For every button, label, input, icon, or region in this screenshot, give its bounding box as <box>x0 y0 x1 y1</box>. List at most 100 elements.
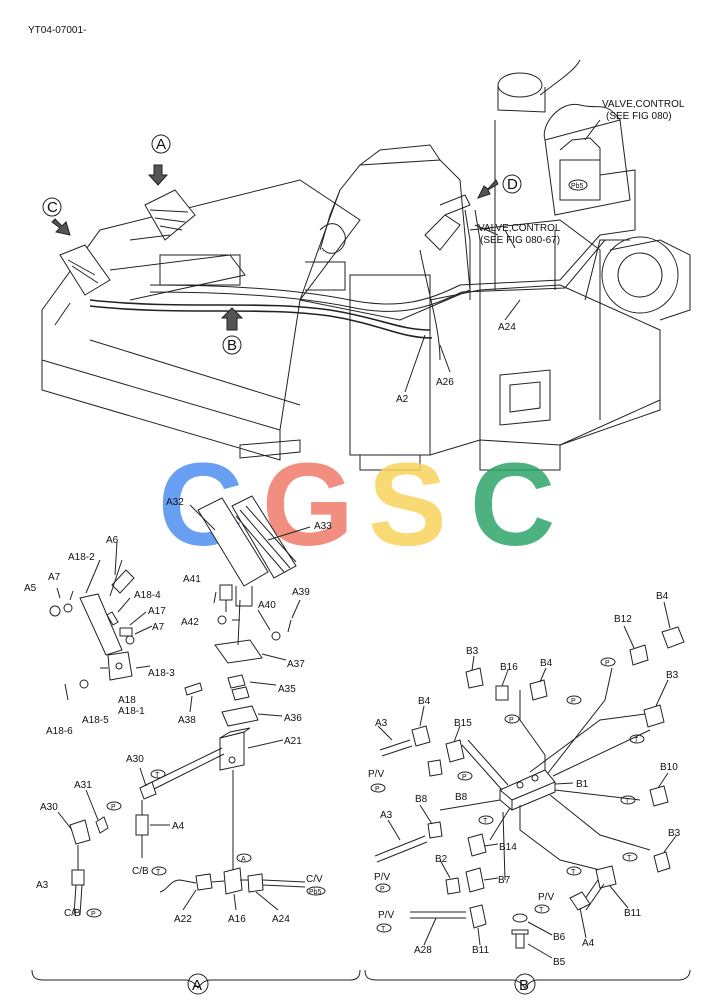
part-a21: A21 <box>284 736 302 747</box>
text-cb-lower: C/B <box>64 908 81 919</box>
part-b2: B2 <box>435 854 448 865</box>
part-a30-upper: A30 <box>126 754 144 765</box>
part-a31: A31 <box>74 780 92 791</box>
part-b7: B7 <box>498 875 511 886</box>
part-b8-lower: B8 <box>415 794 428 805</box>
part-a18-5: A18-5 <box>82 715 109 726</box>
group-b-ports <box>370 657 645 933</box>
text-pv-a4: P/V <box>538 892 554 903</box>
pedal-detail <box>189 495 311 607</box>
port-t-b10: T <box>625 798 630 805</box>
port-t-a28: T <box>381 926 386 933</box>
part-b11-lower: B11 <box>472 945 489 956</box>
part-a35: A35 <box>278 684 296 695</box>
view-label-d: D <box>507 176 518 193</box>
view-label-c: C <box>47 199 58 216</box>
valve-top-line1: VALVE,CONTROL <box>602 99 685 110</box>
part-a16: A16 <box>228 914 246 925</box>
watermark: C G S C <box>158 439 555 571</box>
part-a39: A39 <box>292 587 310 598</box>
part-a7-lower: A7 <box>152 622 165 633</box>
port-t-a30: T <box>155 772 160 779</box>
part-a36: A36 <box>284 713 302 724</box>
callout-a32: A32 <box>166 497 184 508</box>
port-pb5-cv: Pb5 <box>309 889 322 896</box>
port-p-pv-upper: P <box>375 786 380 793</box>
valve-top-line2: (SEE FIG 080) <box>606 111 672 122</box>
part-b16: B16 <box>500 662 518 673</box>
port-t-b14: T <box>483 818 488 825</box>
text-pv-upper: P/V <box>368 769 384 780</box>
part-b11-right: B11 <box>624 908 641 919</box>
part-a7-upper: A7 <box>48 572 61 583</box>
group-label-b: B <box>519 977 529 994</box>
port-p-pv-lower: P <box>380 886 385 893</box>
part-a38: A38 <box>178 715 196 726</box>
part-b3-top: B3 <box>466 646 479 657</box>
part-b1: B1 <box>576 779 589 790</box>
valve-mid-line1: VALVE,CONTROL <box>478 223 561 234</box>
part-a37: A37 <box>287 659 305 670</box>
valve-mid-line2: (SEE FIG 080-67) <box>480 235 560 246</box>
part-a24: A24 <box>272 914 290 925</box>
part-b6: B6 <box>553 932 566 943</box>
port-p-b4: P <box>571 698 576 705</box>
part-b15: B15 <box>454 718 472 729</box>
overview-port-pb5: Pb5 <box>571 183 584 190</box>
group-b-drawing <box>374 601 685 959</box>
part-b10: B10 <box>660 762 678 773</box>
part-a18: A18 <box>118 695 136 706</box>
view-label-a: A <box>156 136 166 153</box>
group-brackets <box>31 969 691 995</box>
part-a18-6: A18-6 <box>46 726 73 737</box>
view-label-b: B <box>227 337 237 354</box>
part-a42: A42 <box>181 617 199 628</box>
port-p-a31: P <box>111 804 116 811</box>
part-b5: B5 <box>553 957 566 968</box>
port-t-cb: T <box>156 869 161 876</box>
port-p-b15: P <box>462 774 467 781</box>
text-pv-mid: P/V <box>374 872 390 883</box>
callout-a2: A2 <box>396 394 409 405</box>
text-cv: C/V <box>306 874 323 885</box>
group-a-drawing <box>49 541 306 916</box>
part-a18-1: A18-1 <box>118 706 145 717</box>
part-b3-right: B3 <box>666 670 679 681</box>
part-a18-4: A18-4 <box>134 590 161 601</box>
part-a4-b: A4 <box>582 938 595 949</box>
port-t-a4: T <box>539 907 544 914</box>
watermark-letter-3: S <box>368 439 447 571</box>
overview-illustration <box>41 59 691 471</box>
part-b4-top: B4 <box>656 591 669 602</box>
part-b4-left: B4 <box>418 696 431 707</box>
part-a3-lower: A3 <box>380 810 393 821</box>
part-a18-3: A18-3 <box>148 668 175 679</box>
callout-a24: A24 <box>498 322 516 333</box>
group-label-a: A <box>192 977 202 994</box>
part-a4: A4 <box>172 821 185 832</box>
port-t-b3-lower: T <box>627 855 632 862</box>
part-a18-2: A18-2 <box>68 552 95 563</box>
callout-a33: A33 <box>314 521 332 532</box>
part-a40: A40 <box>258 600 276 611</box>
text-pv-a28: P/V <box>378 910 394 921</box>
part-a28: A28 <box>414 945 432 956</box>
part-a17: A17 <box>148 606 166 617</box>
part-b8-upper: B8 <box>455 792 468 803</box>
part-b14: B14 <box>499 842 517 853</box>
document-id: YT04-07001- <box>28 25 86 36</box>
port-t-b11: T <box>571 869 576 876</box>
part-b3-lower: B3 <box>668 828 681 839</box>
part-a22: A22 <box>174 914 192 925</box>
callout-a26: A26 <box>436 377 454 388</box>
part-a6: A6 <box>106 535 119 546</box>
part-b4-mid: B4 <box>540 658 553 669</box>
port-t-b3: T <box>634 737 639 744</box>
part-a3: A3 <box>36 880 49 891</box>
part-a5: A5 <box>24 583 37 594</box>
port-p-b16: P <box>509 717 514 724</box>
port-p-cb: P <box>91 911 96 918</box>
port-p-b12: P <box>605 660 610 667</box>
group-a-ports <box>86 769 326 918</box>
